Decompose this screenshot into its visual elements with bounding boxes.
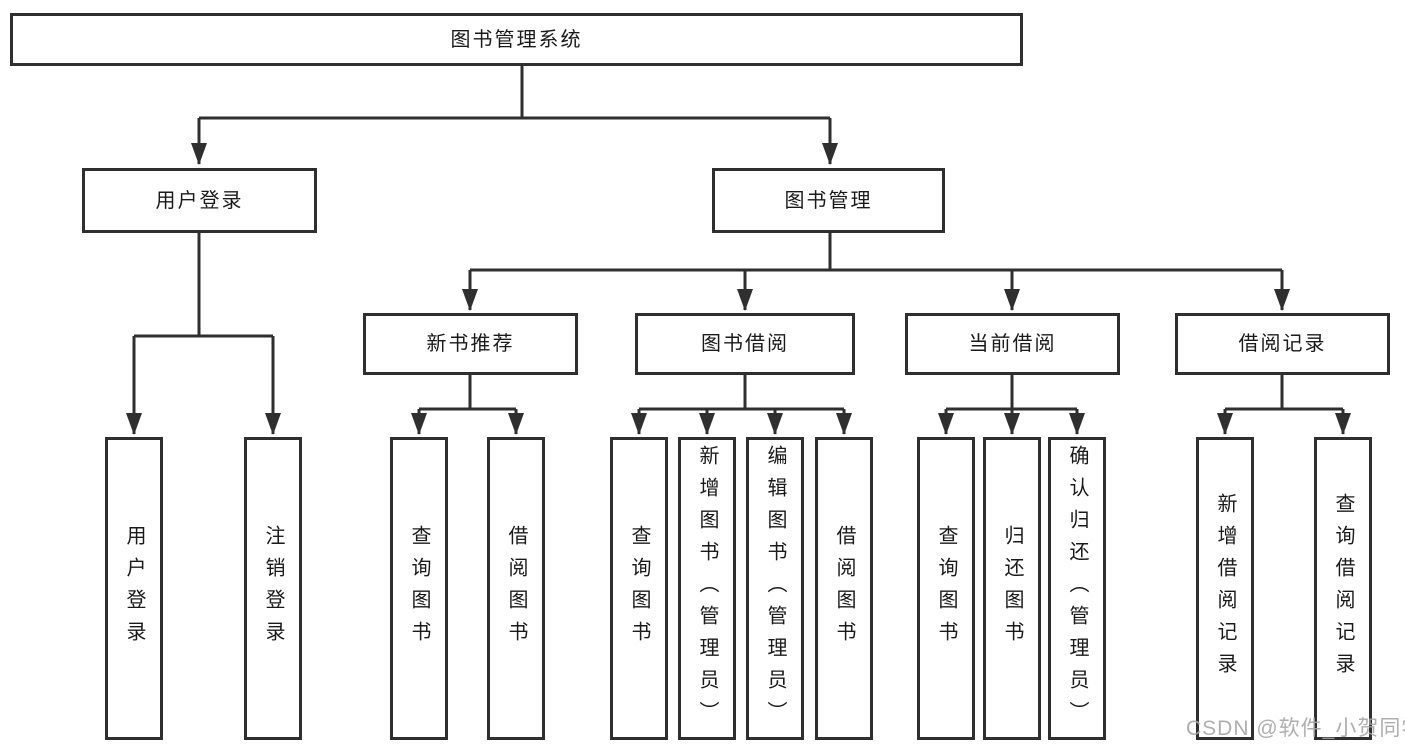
node-root-label: 图书管理系统 bbox=[450, 28, 583, 51]
node-current-borrow-label: 当前借阅 bbox=[968, 333, 1057, 355]
leaf-query-books-borrow: 查询图书 bbox=[610, 437, 668, 740]
leaf-add-borrow-record-label: 新增借阅记录 bbox=[1214, 492, 1236, 685]
leaf-query-books-recommend-label: 查询图书 bbox=[408, 524, 430, 653]
node-current-borrow: 当前借阅 bbox=[905, 313, 1120, 375]
leaf-add-borrow-record: 新增借阅记录 bbox=[1196, 437, 1254, 740]
node-user-login: 用户登录 bbox=[82, 168, 317, 233]
leaf-borrow-books-recommend: 借阅图书 bbox=[487, 437, 545, 740]
csdn-watermark: CSDN @软件_小贺同学 bbox=[1186, 717, 1405, 740]
node-root: 图书管理系统 bbox=[10, 13, 1023, 66]
leaf-user-login: 用户登录 bbox=[105, 437, 163, 740]
node-book-borrow: 图书借阅 bbox=[635, 313, 855, 375]
leaf-borrow-books-recommend-label: 借阅图书 bbox=[505, 524, 527, 653]
leaf-borrow-books: 借阅图书 bbox=[815, 437, 873, 740]
node-new-book-recommend: 新书推荐 bbox=[363, 313, 578, 375]
leaf-add-books-admin-label: 新增图书（管理员） bbox=[696, 444, 718, 733]
leaf-query-books-current-label: 查询图书 bbox=[935, 524, 957, 653]
leaf-query-borrow-record: 查询借阅记录 bbox=[1314, 437, 1372, 740]
leaf-query-books-recommend: 查询图书 bbox=[390, 437, 448, 740]
leaf-edit-books-admin: 编辑图书（管理员） bbox=[746, 437, 804, 740]
leaf-return-books-label: 归还图书 bbox=[1001, 524, 1023, 653]
leaf-query-books-current: 查询图书 bbox=[917, 437, 975, 740]
leaf-return-books: 归还图书 bbox=[983, 437, 1041, 740]
node-new-book-recommend-label: 新书推荐 bbox=[426, 333, 515, 355]
leaf-add-books-admin: 新增图书（管理员） bbox=[678, 437, 736, 740]
leaf-confirm-return-admin-label: 确认归还（管理员） bbox=[1066, 444, 1088, 733]
node-borrow-records-label: 借阅记录 bbox=[1238, 333, 1327, 355]
leaf-edit-books-admin-label: 编辑图书（管理员） bbox=[764, 444, 786, 733]
node-borrow-records: 借阅记录 bbox=[1175, 313, 1390, 375]
node-book-management: 图书管理 bbox=[712, 168, 945, 233]
leaf-logout-login: 注销登录 bbox=[244, 437, 302, 740]
leaf-user-login-label: 用户登录 bbox=[123, 524, 145, 653]
node-user-login-label: 用户登录 bbox=[155, 189, 244, 212]
node-book-borrow-label: 图书借阅 bbox=[701, 333, 789, 355]
leaf-query-borrow-record-label: 查询借阅记录 bbox=[1332, 492, 1354, 685]
node-book-management-label: 图书管理 bbox=[784, 189, 873, 212]
leaf-logout-login-label: 注销登录 bbox=[262, 524, 284, 653]
leaf-query-books-borrow-label: 查询图书 bbox=[628, 524, 650, 653]
leaf-borrow-books-label: 借阅图书 bbox=[833, 524, 855, 653]
leaf-confirm-return-admin: 确认归还（管理员） bbox=[1048, 437, 1106, 740]
